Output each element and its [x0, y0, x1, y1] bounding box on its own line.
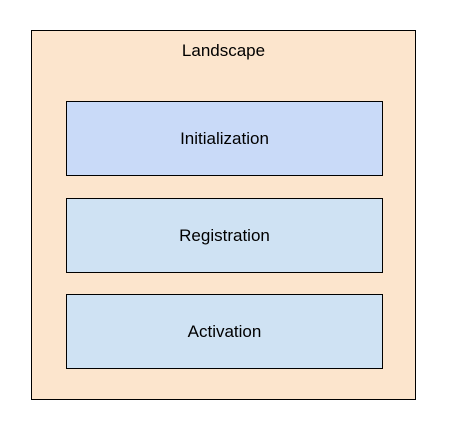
- landscape-label: Landscape: [181, 41, 266, 60]
- initialization-label: Initialization: [180, 128, 269, 148]
- landscape-container: Landscape Initialization Registration Ac…: [31, 30, 416, 400]
- initialization-box: Initialization: [66, 101, 383, 176]
- activation-label: Activation: [187, 321, 262, 341]
- activation-box: Activation: [66, 294, 383, 369]
- registration-label: Registration: [179, 225, 270, 245]
- registration-box: Registration: [66, 198, 383, 273]
